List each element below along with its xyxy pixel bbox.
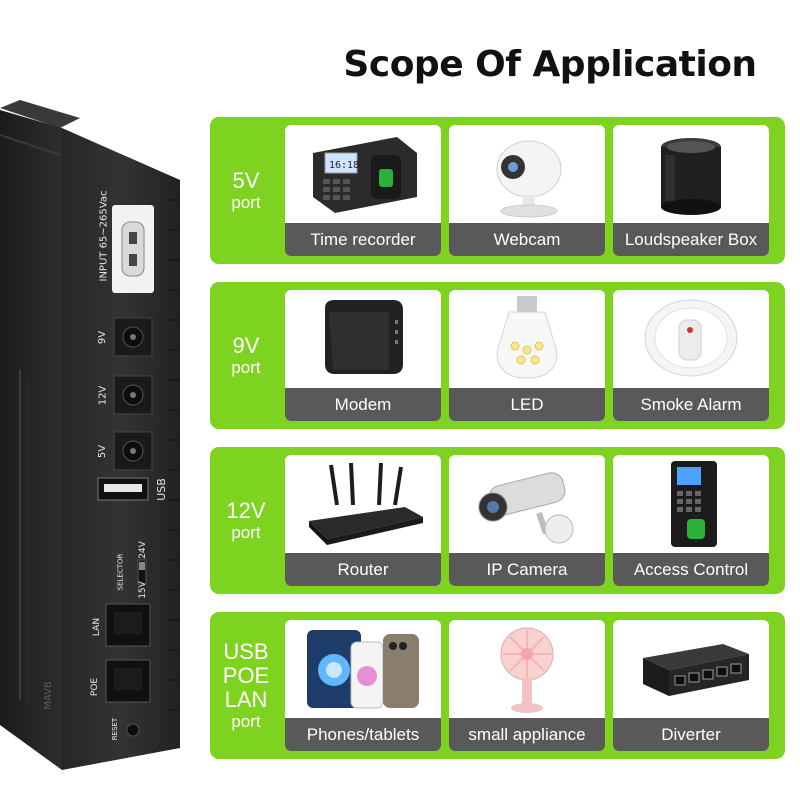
device-card: Access Control <box>613 455 769 586</box>
device-card-label: Phones/tablets <box>285 718 441 751</box>
selector-15v-label: 15V <box>137 581 148 599</box>
port-name: USB <box>223 639 269 664</box>
port-12v-label: 12V <box>97 385 109 406</box>
mini-ups-device: INPUT 65~265Vac 9V 12V 5V USB SELECTOR 1… <box>0 0 200 800</box>
page-title: Scope Of Application <box>343 44 757 85</box>
svg-text:16:18: 16:18 <box>329 160 359 171</box>
modem-icon <box>285 290 441 386</box>
device-card: Loudspeaker Box <box>613 125 769 256</box>
device-card-label: Router <box>285 553 441 586</box>
device-card: Router <box>285 455 441 586</box>
port-name: 12V <box>226 498 266 523</box>
port-name: LAN <box>224 687 268 712</box>
mini-fan-icon <box>449 620 605 716</box>
usb-label: USB <box>154 478 168 501</box>
device-card-label: Webcam <box>449 223 605 256</box>
time-recorder-icon: 16:18 <box>285 125 441 221</box>
device-card-label: Access Control <box>613 553 769 586</box>
webcam-icon <box>449 125 605 221</box>
device-card: Smoke Alarm <box>613 290 769 421</box>
device-card: 16:18 Time recorder <box>285 125 441 256</box>
device-card: Phones/tablets <box>285 620 441 751</box>
led-bulb-icon <box>449 290 605 386</box>
device-card-label: Modem <box>285 388 441 421</box>
lan-label: LAN <box>92 617 103 637</box>
network-switch-icon <box>613 620 769 716</box>
port-word: port <box>231 193 261 212</box>
port-name: POE <box>222 663 270 688</box>
mini-ups-device-illustration <box>0 100 180 770</box>
reset-label: RESET <box>111 717 120 741</box>
selector-24v-label: 24V <box>137 541 148 559</box>
port-word: port <box>231 712 261 731</box>
port-word: port <box>231 523 261 542</box>
device-card-label: small appliance <box>449 718 605 751</box>
device-card: small appliance <box>449 620 605 751</box>
device-card-label: Smoke Alarm <box>613 388 769 421</box>
device-card-label: Diverter <box>613 718 769 751</box>
port-9v-label: 9V <box>97 330 109 345</box>
device-card: IP Camera <box>449 455 605 586</box>
device-card-label: Loudspeaker Box <box>613 223 769 256</box>
smoke-alarm-icon <box>613 290 769 386</box>
speaker-icon <box>613 125 769 221</box>
input-label: INPUT 65~265Vac <box>98 190 110 282</box>
device-card: Diverter <box>613 620 769 751</box>
poe-label: POE <box>90 677 101 697</box>
device-card: LED <box>449 290 605 421</box>
device-card-label: IP Camera <box>449 553 605 586</box>
port-word: port <box>231 358 261 377</box>
port-name: 5V <box>232 168 260 193</box>
device-card: Webcam <box>449 125 605 256</box>
router-icon <box>285 455 441 551</box>
access-control-icon <box>613 455 769 551</box>
ip-camera-icon <box>449 455 605 551</box>
port-5v-label: 5V <box>97 444 109 459</box>
port-name: 9V <box>232 333 260 358</box>
device-card-label: Time recorder <box>285 223 441 256</box>
device-card: Modem <box>285 290 441 421</box>
phones-tablets-icon <box>285 620 441 716</box>
device-card-label: LED <box>449 388 605 421</box>
selector-label: SELECTOR <box>116 553 125 591</box>
brand-label: MAVB <box>42 681 54 710</box>
